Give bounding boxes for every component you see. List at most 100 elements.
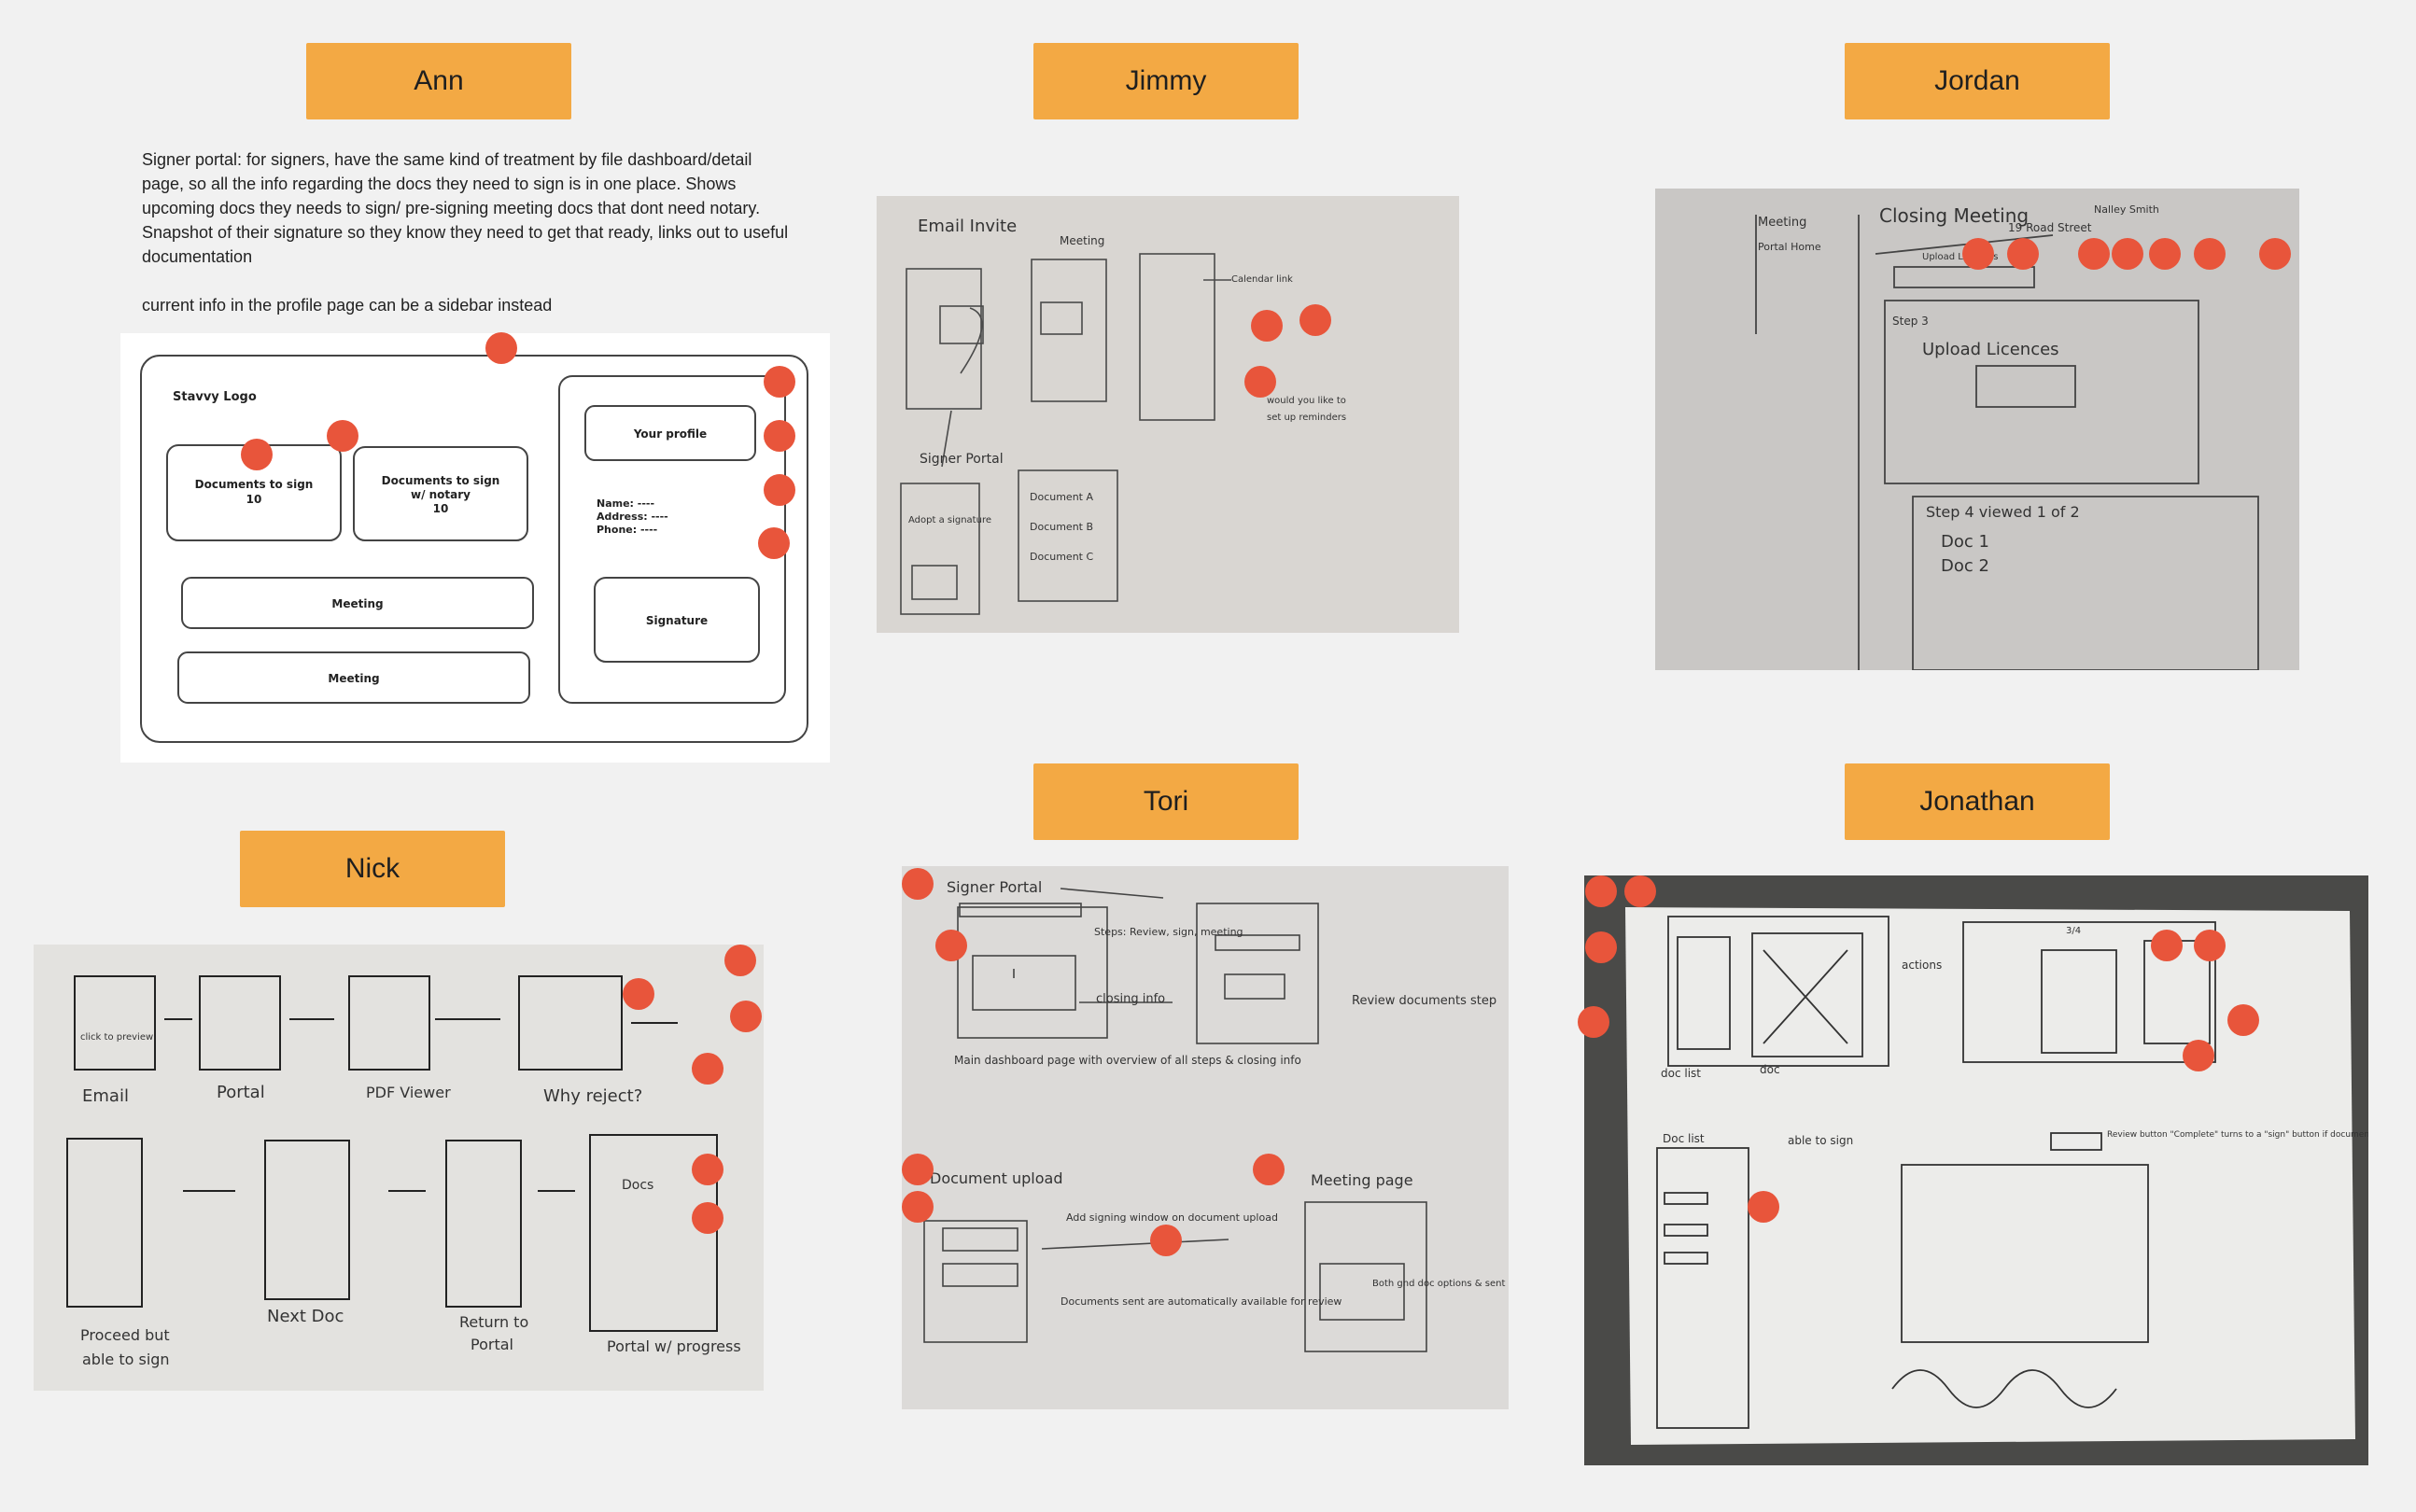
ann-card2-line2: w/ notary: [411, 488, 471, 501]
jordan-portal-home: Portal Home: [1758, 241, 1821, 253]
jordan-user: Nalley Smith: [2094, 203, 2159, 216]
label-nick: Nick: [240, 831, 505, 907]
ann-card1-line1: Documents to sign: [195, 478, 314, 491]
jordan-step3: Step 3: [1892, 315, 1929, 328]
vote-dot[interactable]: [1251, 310, 1283, 342]
jordan-upload: Upload Licences: [1922, 340, 2059, 359]
nick-able: able to sign: [82, 1351, 170, 1368]
vote-dot[interactable]: [1578, 1006, 1609, 1038]
jonathan-page: 3/4: [2066, 926, 2081, 936]
vote-dot[interactable]: [2194, 238, 2226, 270]
ann-card2-line1: Documents to sign: [382, 474, 500, 487]
vote-dot[interactable]: [764, 474, 795, 506]
nick-pdf: PDF Viewer: [366, 1084, 451, 1101]
vote-dot[interactable]: [1253, 1154, 1285, 1185]
jordan-doc2: Doc 2: [1941, 556, 1989, 576]
nick-sketch: Email Portal PDF Viewer Why reject? clic…: [34, 945, 764, 1391]
label-jimmy: Jimmy: [1033, 43, 1299, 119]
ann-note-line: Signer portal: for signers, have the sam…: [142, 150, 752, 169]
ann-wireframe-svg: Stavvy Logo Documents to sign 10 Documen…: [140, 355, 808, 743]
jimmy-would: would you like to: [1267, 396, 1346, 406]
vote-dot[interactable]: [1585, 875, 1617, 907]
jimmy-doc-a: Document A: [1030, 491, 1093, 503]
vote-dot[interactable]: [2194, 930, 2226, 961]
vote-dot[interactable]: [2149, 238, 2181, 270]
label-tori: Tori: [1033, 763, 1299, 840]
jonathan-sketch-svg: doc list doc actions 3/4 Doc list able t…: [1625, 907, 2368, 1445]
vote-dot[interactable]: [692, 1053, 723, 1085]
vote-dot[interactable]: [2078, 238, 2110, 270]
jordan-step4: Step 4 viewed 1 of 2: [1926, 503, 2080, 521]
vote-dot[interactable]: [2007, 238, 2039, 270]
vote-dot[interactable]: [2112, 238, 2143, 270]
vote-dot[interactable]: [902, 1154, 934, 1185]
nick-sketch-svg: Email Portal PDF Viewer Why reject? clic…: [66, 975, 741, 1368]
vote-dot[interactable]: [935, 930, 967, 961]
tori-doc-upload: Document upload: [930, 1169, 1062, 1187]
vote-dot[interactable]: [623, 978, 654, 1010]
ann-signature: Signature: [646, 614, 708, 627]
vote-dot[interactable]: [485, 332, 517, 364]
jimmy-adopt: Adopt a signature: [908, 515, 991, 525]
vote-dot[interactable]: [1962, 238, 1994, 270]
tori-main: Main dashboard page with overview of all…: [954, 1054, 1301, 1067]
vote-dot[interactable]: [902, 868, 934, 900]
nick-return: Return to: [459, 1313, 528, 1331]
vote-dot[interactable]: [764, 420, 795, 452]
vote-dot[interactable]: [724, 945, 756, 976]
vote-dot[interactable]: [1244, 366, 1276, 398]
tori-sketch-svg: Signer Portal Steps: Review, sign, meeti…: [923, 878, 1509, 1352]
tori-add: Add signing window on document upload: [1066, 1211, 1278, 1224]
jimmy-setup: set up reminders: [1267, 413, 1346, 423]
label-jordan: Jordan: [1845, 43, 2110, 119]
vote-dot[interactable]: [2227, 1004, 2259, 1036]
vote-dot[interactable]: [1150, 1225, 1182, 1256]
nick-click: click to preview: [80, 1032, 153, 1043]
jonathan-doc: doc: [1760, 1063, 1780, 1076]
label-jonathan: Jonathan: [1845, 763, 2110, 840]
vote-dot[interactable]: [2151, 930, 2183, 961]
jordan-meeting: Meeting: [1758, 216, 1806, 230]
jonathan-actions: actions: [1902, 959, 1942, 972]
tori-title: Signer Portal: [947, 878, 1042, 896]
nick-portal: Portal: [217, 1083, 265, 1102]
nick-email: Email: [82, 1086, 129, 1106]
jordan-address: 19 Road Street: [2008, 221, 2092, 234]
tori-both: Both gnd doc options & sent status: [1372, 1279, 1509, 1289]
vote-dot[interactable]: [2183, 1040, 2214, 1071]
tori-closing: closing info: [1096, 992, 1165, 1006]
vote-dot[interactable]: [692, 1202, 723, 1234]
jimmy-sketch-svg: Email Invite Meeting Signer Portal Calen…: [900, 217, 1346, 615]
nick-proceed: Proceed but: [80, 1326, 170, 1344]
vote-dot[interactable]: [241, 439, 273, 470]
ann-profile: Your profile: [633, 427, 707, 441]
vote-dot[interactable]: [2259, 238, 2291, 270]
ann-address: Address: ----: [597, 511, 668, 523]
ann-meeting1: Meeting: [331, 597, 383, 610]
ann-note-line: Snapshot of their signature so they know…: [142, 223, 789, 242]
vote-dot[interactable]: [1585, 931, 1617, 963]
nick-progress: Portal w/ progress: [607, 1337, 741, 1355]
vote-dot[interactable]: [692, 1154, 723, 1185]
tori-sketch: Signer Portal Steps: Review, sign, meeti…: [902, 866, 1509, 1409]
jordan-closing: Closing Meeting: [1879, 204, 2029, 227]
ann-wireframe: Stavvy Logo Documents to sign 10 Documen…: [120, 333, 830, 763]
vote-dot[interactable]: [902, 1191, 934, 1223]
vote-dot[interactable]: [764, 366, 795, 398]
vote-dot[interactable]: [1624, 875, 1656, 907]
ann-note-line: current info in the profile page can be …: [142, 296, 553, 315]
jonathan-review: Review button "Complete" turns to a "sig…: [2107, 1130, 2368, 1140]
nick-docs: Docs: [622, 1178, 653, 1193]
nick-next: Next Doc: [267, 1307, 344, 1326]
nick-why: Why reject?: [543, 1086, 642, 1106]
jonathan-doc-list2: Doc list: [1663, 1132, 1705, 1145]
ann-card1-line2: 10: [246, 493, 262, 506]
vote-dot[interactable]: [730, 1001, 762, 1032]
vote-dot[interactable]: [1299, 304, 1331, 336]
vote-dot[interactable]: [327, 420, 358, 452]
ann-logo: Stavvy Logo: [173, 390, 257, 404]
jimmy-meeting: Meeting: [1060, 234, 1104, 247]
vote-dot[interactable]: [1748, 1191, 1779, 1223]
vote-dot[interactable]: [758, 527, 790, 559]
ann-note-line: documentation: [142, 247, 253, 266]
